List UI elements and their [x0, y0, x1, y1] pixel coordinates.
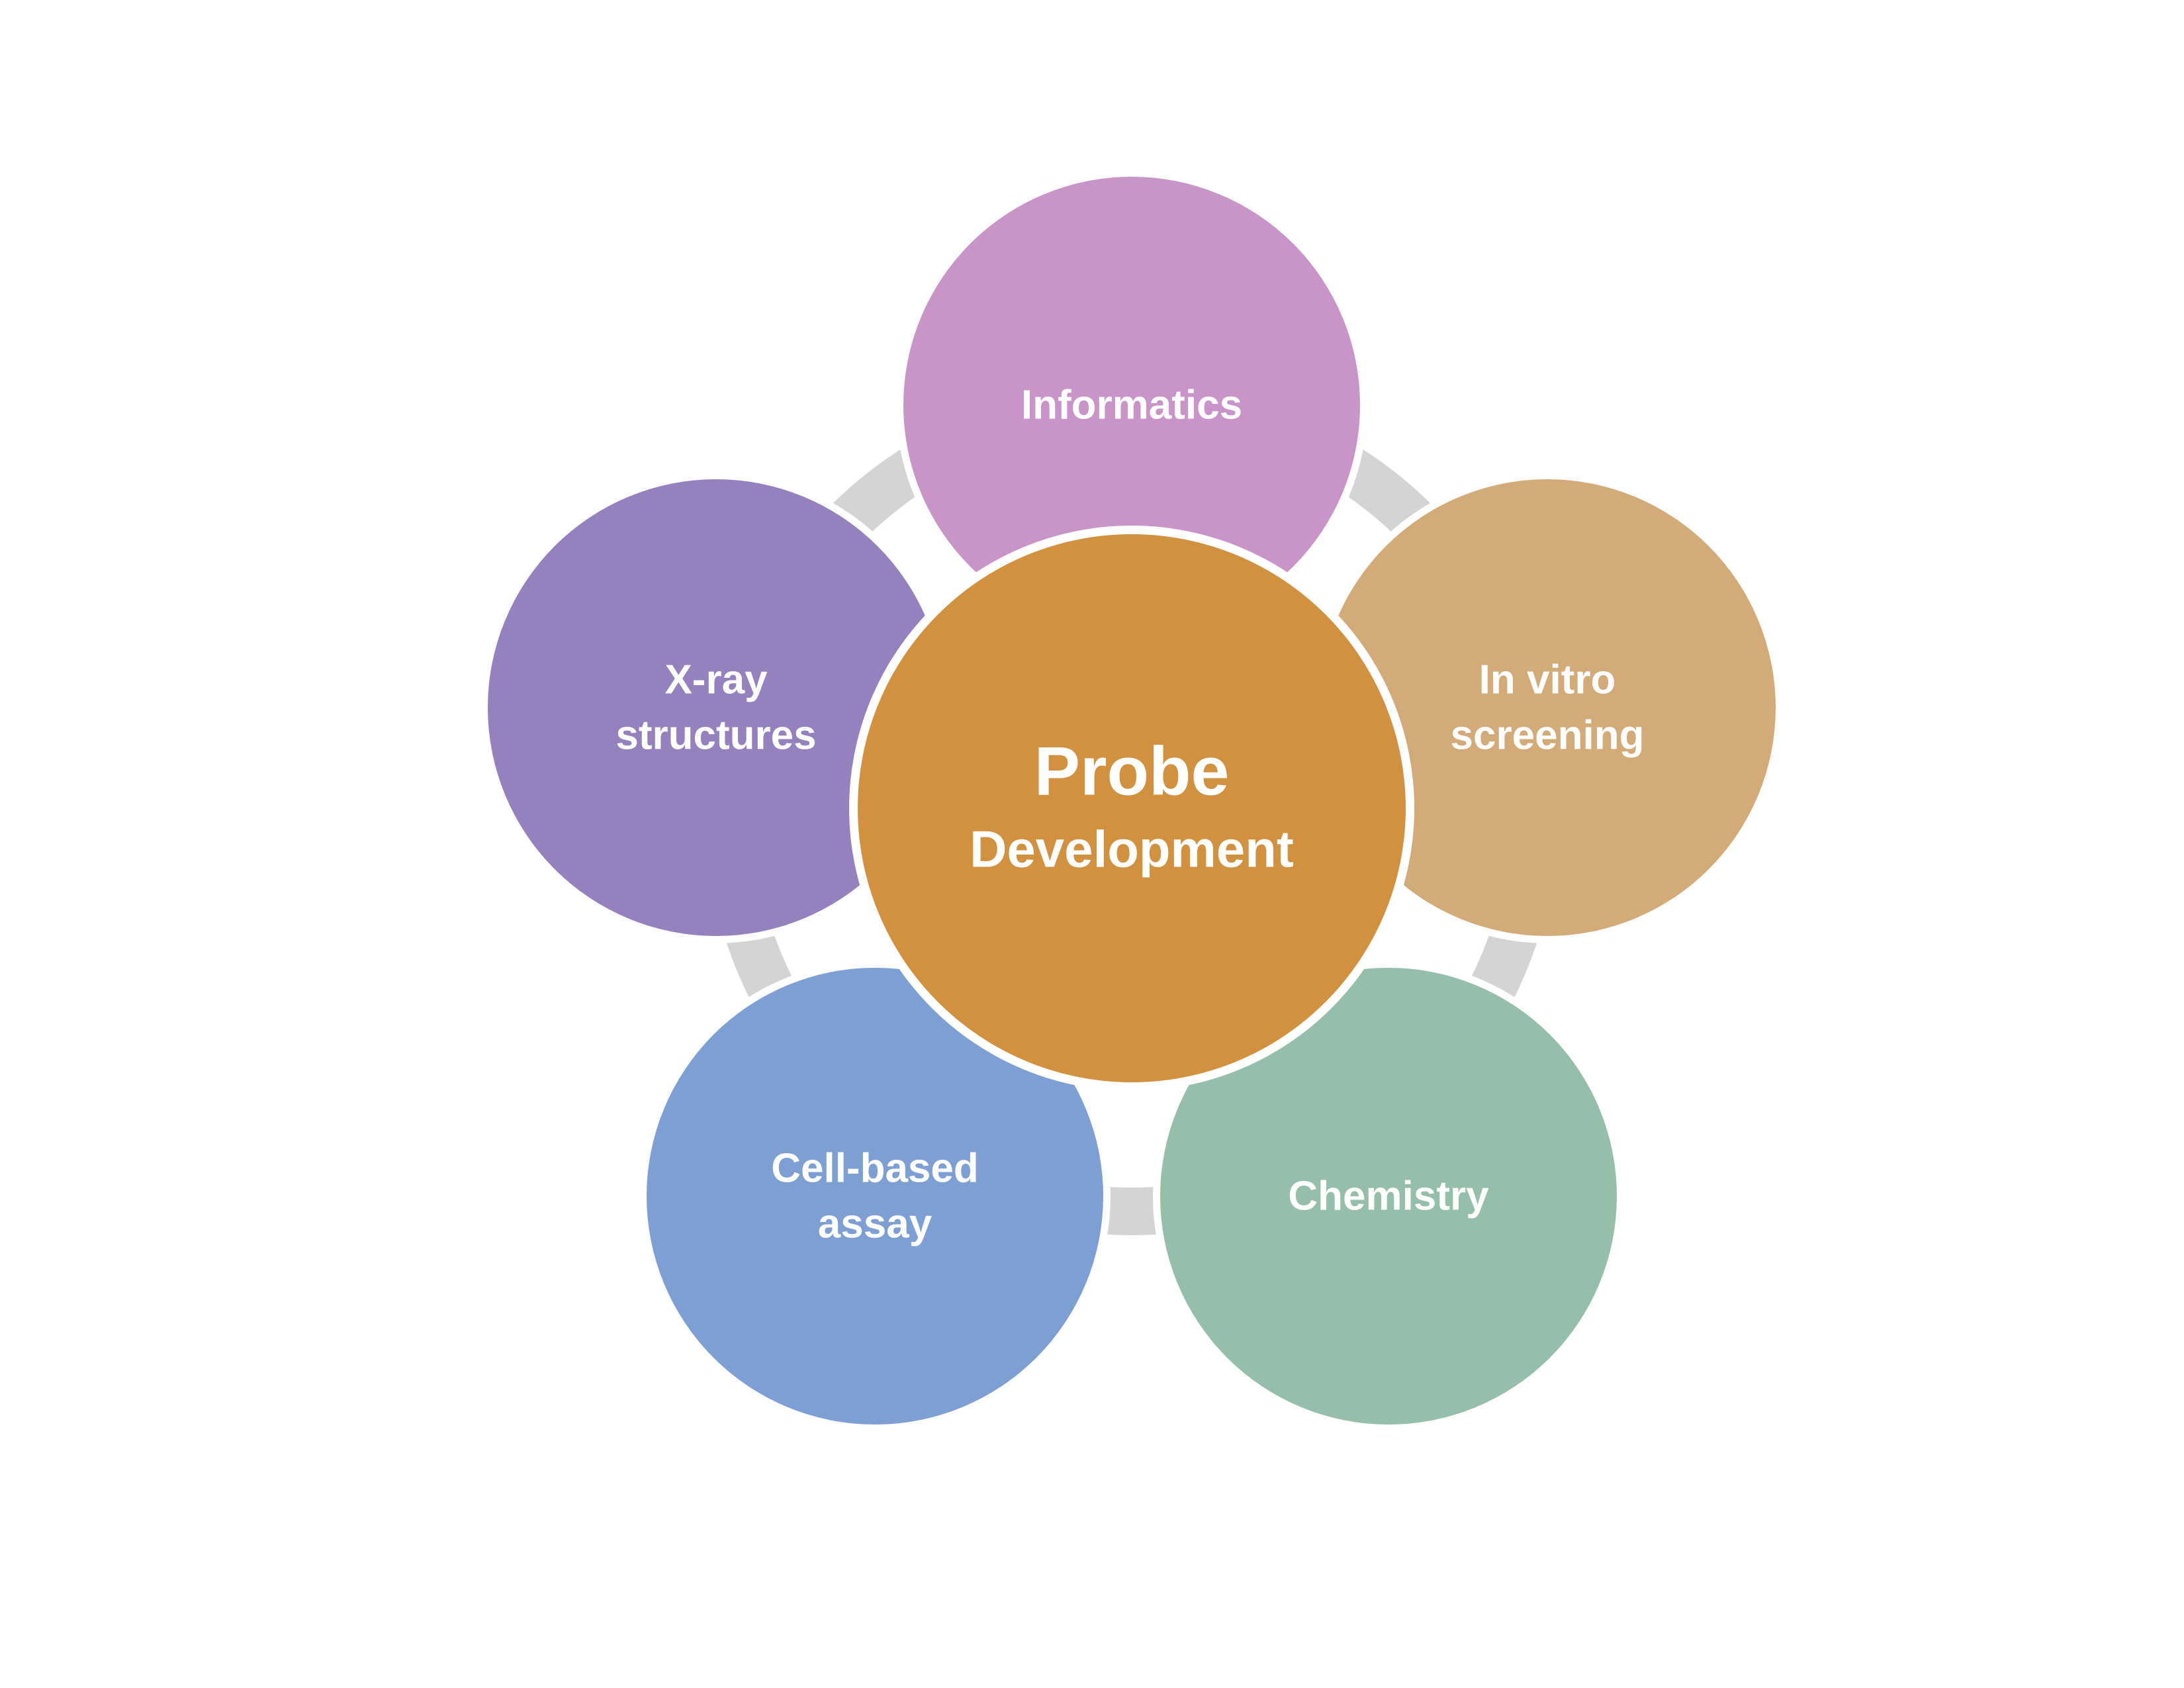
node-label-cell-based-assay-line2: assay	[818, 1201, 933, 1246]
node-circle-chemistry[interactable]	[1160, 968, 1617, 1425]
center-title-secondary: Development	[970, 820, 1294, 878]
node-circle-in-vitro-screening[interactable]	[1319, 479, 1776, 936]
node-circle-probe-development[interactable]	[858, 534, 1406, 1082]
node-label-chemistry: Chemistry	[1288, 1173, 1489, 1219]
node-in-vitro-screening[interactable]: In vitro screening	[1312, 472, 1783, 943]
node-chemistry[interactable]: Chemistry	[1153, 961, 1624, 1432]
node-circle-cell-based-assay[interactable]	[647, 968, 1103, 1425]
node-label-x-ray-structures-line1: X-ray	[664, 657, 768, 702]
node-circle-informatics[interactable]	[903, 177, 1360, 633]
node-label-cell-based-assay-line1: Cell-based	[771, 1145, 979, 1191]
node-circle-x-ray-structures[interactable]	[488, 479, 944, 936]
node-label-in-vitro-screening-line1: In vitro	[1479, 657, 1616, 702]
node-label-informatics: Informatics	[1021, 382, 1242, 428]
node-label-x-ray-structures-line2: structures	[615, 712, 816, 758]
node-x-ray-structures[interactable]: X-ray structures	[480, 472, 952, 943]
center-title-primary: Probe	[1034, 733, 1230, 810]
node-informatics[interactable]: Informatics	[896, 169, 1367, 641]
node-label-in-vitro-screening-line2: screening	[1451, 712, 1645, 758]
node-cell-based-assay[interactable]: Cell-based assay	[639, 961, 1111, 1432]
